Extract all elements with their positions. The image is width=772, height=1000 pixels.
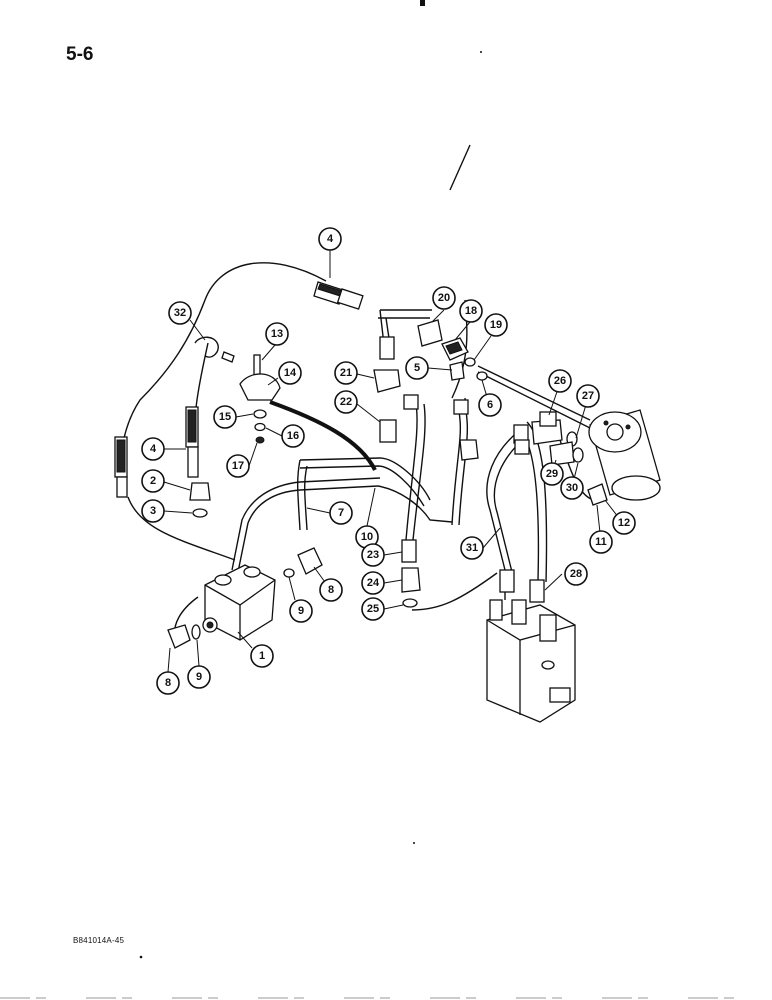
- svg-text:23: 23: [367, 549, 379, 561]
- svg-text:13: 13: [271, 328, 283, 340]
- svg-text:18: 18: [465, 305, 477, 317]
- svg-text:2: 2: [150, 475, 156, 487]
- svg-text:24: 24: [367, 577, 380, 589]
- svg-text:17: 17: [232, 460, 244, 472]
- callout-7: 7: [329, 501, 353, 525]
- svg-text:14: 14: [284, 367, 297, 379]
- svg-text:27: 27: [582, 390, 594, 402]
- svg-text:11: 11: [595, 536, 607, 548]
- callout-29: 29: [540, 462, 564, 486]
- callout-6: 6: [478, 393, 502, 417]
- svg-text:31: 31: [466, 542, 478, 554]
- svg-text:30: 30: [566, 482, 578, 494]
- callout-11: 11: [589, 530, 613, 554]
- svg-text:25: 25: [367, 603, 379, 615]
- svg-text:5: 5: [414, 362, 420, 374]
- svg-text:4: 4: [150, 443, 157, 455]
- callout-20: 20: [432, 286, 456, 310]
- svg-text:28: 28: [570, 568, 582, 580]
- callout-9-left: 9: [187, 665, 211, 689]
- callout-21: 21: [334, 361, 358, 385]
- svg-text:9: 9: [196, 671, 202, 683]
- callout-25: 25: [361, 597, 385, 621]
- svg-text:10: 10: [361, 531, 373, 543]
- callout-9-right: 9: [289, 599, 313, 623]
- callout-14: 14: [278, 361, 302, 385]
- callout-1: 1: [250, 644, 274, 668]
- svg-text:19: 19: [490, 319, 502, 331]
- callout-16: 16: [281, 424, 305, 448]
- callout-27: 27: [576, 384, 600, 408]
- svg-text:20: 20: [438, 292, 450, 304]
- svg-text:6: 6: [487, 399, 493, 411]
- callout-17: 17: [226, 454, 250, 478]
- svg-text:32: 32: [174, 307, 186, 319]
- svg-text:3: 3: [150, 505, 156, 517]
- callout-2: 2: [141, 469, 165, 493]
- svg-text:12: 12: [618, 517, 630, 529]
- steering-motor: [588, 409, 661, 501]
- hose-fittings-left: [114, 406, 199, 498]
- svg-text:9: 9: [298, 605, 304, 617]
- callout-8-left: 8: [156, 671, 180, 695]
- callout-22: 22: [334, 390, 358, 414]
- callout-12: 12: [612, 511, 636, 535]
- callout-4-top: 4: [318, 227, 342, 251]
- figure-reference-code: B841014A-45: [73, 936, 125, 945]
- callout-32: 32: [168, 301, 192, 325]
- hose-assembly-top: [313, 281, 364, 310]
- svg-text:8: 8: [328, 584, 334, 596]
- control-valve-left: [202, 564, 276, 641]
- callout-31: 31: [460, 536, 484, 560]
- svg-text:26: 26: [554, 375, 566, 387]
- callout-4-left: 4: [141, 437, 165, 461]
- svg-text:21: 21: [340, 367, 352, 379]
- callout-15: 15: [213, 405, 237, 429]
- svg-text:15: 15: [219, 411, 231, 423]
- callout-18: 18: [459, 299, 483, 323]
- callout-10: 10: [355, 525, 379, 549]
- callout-24: 24: [361, 571, 385, 595]
- callout-5: 5: [405, 356, 429, 380]
- svg-text:4: 4: [327, 233, 334, 245]
- svg-text:7: 7: [338, 507, 344, 519]
- svg-text:16: 16: [287, 430, 299, 442]
- svg-text:29: 29: [546, 468, 558, 480]
- svg-text:1: 1: [259, 650, 265, 662]
- callout-23: 23: [361, 543, 385, 567]
- callout-19: 19: [484, 313, 508, 337]
- callout-3: 3: [141, 499, 165, 523]
- svg-text:22: 22: [340, 396, 352, 408]
- callout-26: 26: [548, 369, 572, 393]
- page-number: 5-6: [66, 44, 94, 65]
- callout-13: 13: [265, 322, 289, 346]
- callout-30: 30: [560, 476, 584, 500]
- control-valve-right: [486, 599, 576, 723]
- svg-text:8: 8: [165, 677, 171, 689]
- callout-8-right: 8: [319, 578, 343, 602]
- callout-28: 28: [564, 562, 588, 586]
